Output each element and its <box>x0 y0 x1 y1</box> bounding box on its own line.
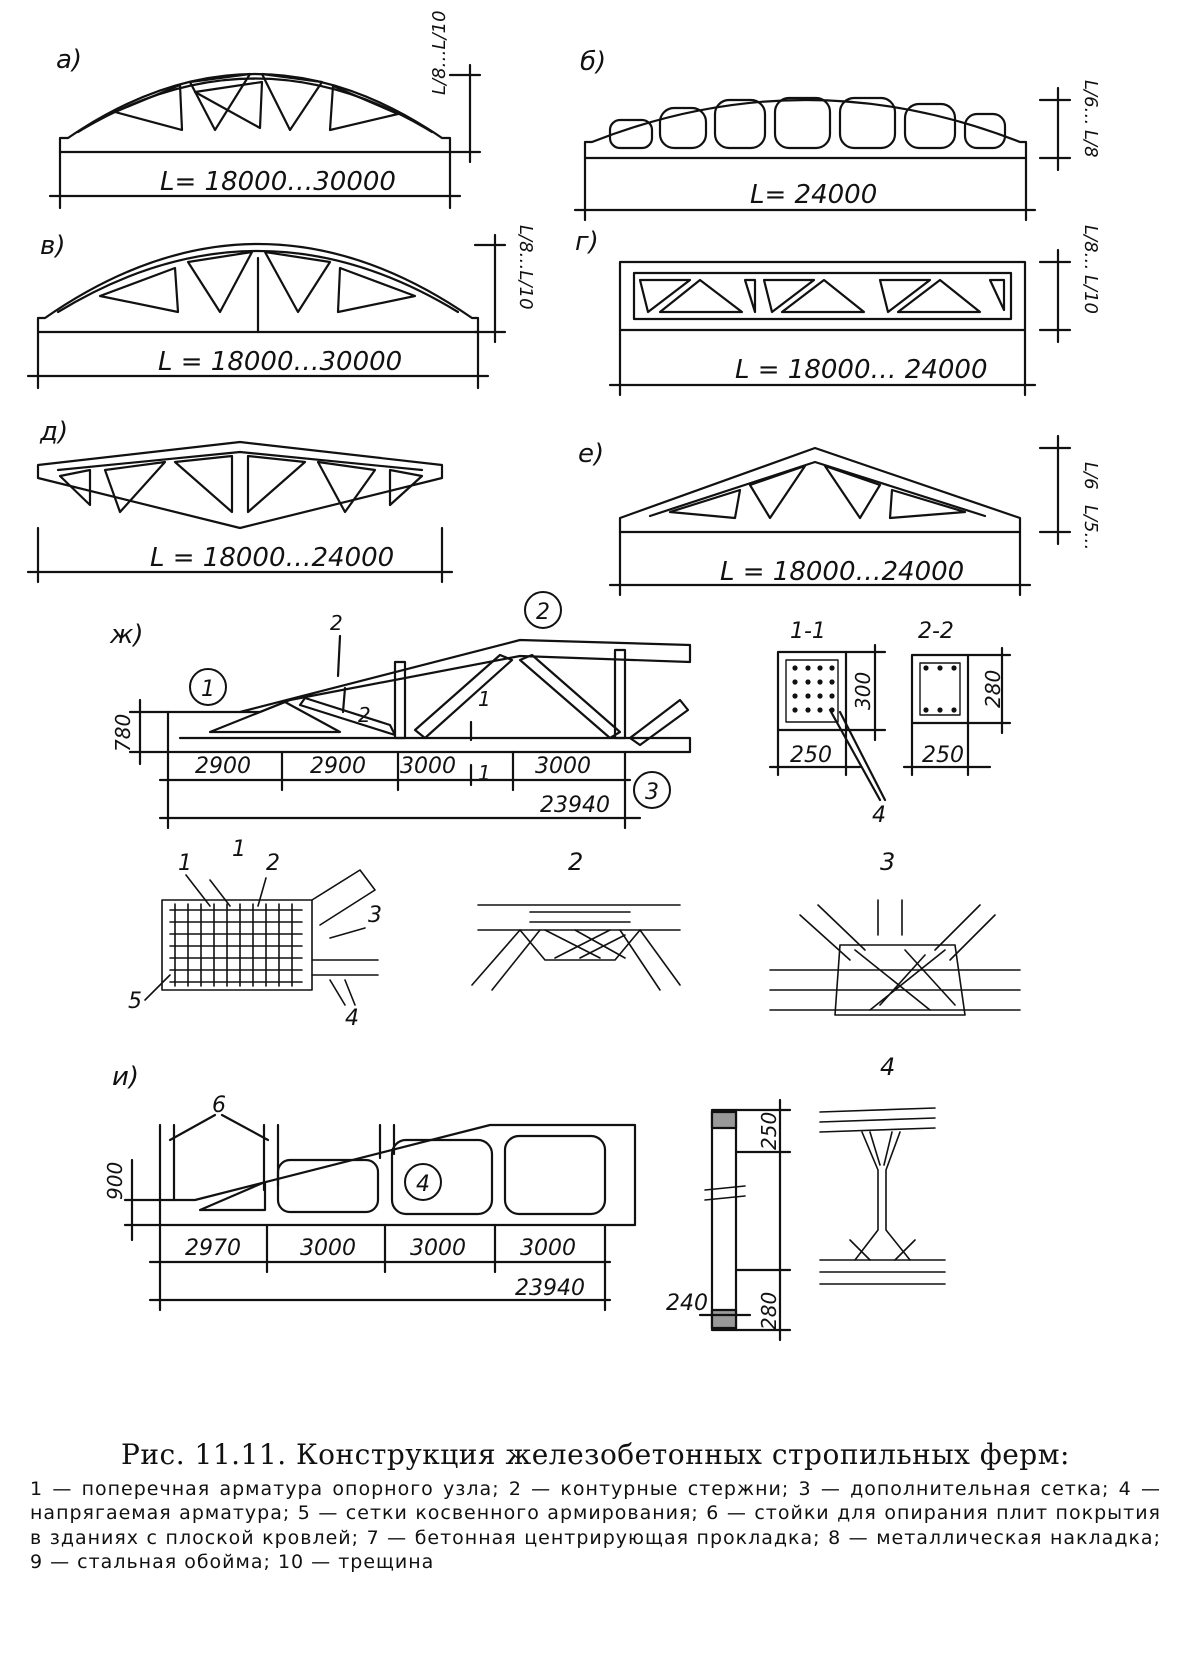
zh-segment-2: 2900 <box>310 754 366 779</box>
node-marker-1-label: 1 <box>201 677 215 702</box>
legend-item: 1 — поперечная арматура опорного узла; <box>30 1478 509 1500</box>
section-mark-2-top: 2 <box>330 611 343 635</box>
node-4-detail <box>819 1107 946 1285</box>
zh-height-dim: 780 <box>111 714 135 752</box>
section-i-width: 240 <box>666 1291 708 1316</box>
node-marker-4-label: 4 <box>416 1172 430 1197</box>
section-i-bottom: 280 <box>757 1292 781 1330</box>
legend-item: 3 — дополнительная сетка; <box>798 1478 1119 1500</box>
legend-item: 5 — сетки косвенного армирования; <box>297 1502 707 1525</box>
node-1-callout-5: 5 <box>128 989 142 1014</box>
zh-segment-4: 3000 <box>535 754 591 779</box>
caption-legend: 1 — поперечная арматура опорного узла; 2… <box>30 1477 1161 1574</box>
panel-e-span: L = 18000…24000 <box>720 557 964 587</box>
zh-segment-1: 2900 <box>195 754 251 779</box>
i-segment-2: 3000 <box>300 1236 356 1261</box>
node-2-detail <box>471 904 681 991</box>
node-4-label: 4 <box>880 1053 895 1081</box>
caption-title: Рис. 11.11. Конструкция железобетонных с… <box>121 1438 1070 1471</box>
panel-v-span: L = 18000…30000 <box>158 347 402 377</box>
panel-a-label: а) <box>56 45 82 75</box>
legend-item: 10 — трещина <box>277 1550 435 1573</box>
panel-a-ratio: L/8…L/10 <box>429 10 450 95</box>
panel-e-ratio-top: L/6 <box>1080 462 1101 490</box>
legend-item: 4 — напрягаемая арматура; <box>30 1478 1161 1525</box>
section-mark-2-bottom: 2 <box>358 703 371 727</box>
truss-zh <box>128 634 692 830</box>
node-1-callout-1b: 1 <box>232 837 246 862</box>
legend-item: 6 — стойки для опирания плит покрытия в … <box>30 1502 1161 1549</box>
node-marker-1 <box>189 668 227 706</box>
truss-v <box>26 233 507 390</box>
panel-g-ratio-top: L/10 <box>1080 275 1101 314</box>
panel-a-span: L= 18000…30000 <box>160 167 396 197</box>
truss-drawing: а) L= 18000…30000 L/8…L/10 б) L= 24000 L… <box>26 10 1101 1342</box>
node-2-label: 2 <box>568 848 583 876</box>
section-1-1-label: 1-1 <box>790 619 826 644</box>
node-marker-2 <box>524 591 562 629</box>
zh-segment-3: 3000 <box>400 754 456 779</box>
legend-item: 7 — бетонная центрирующая прокладка; <box>366 1526 829 1549</box>
section-1-1 <box>768 643 887 802</box>
section-mark-1-bottom: 1 <box>478 761 491 785</box>
panel-b-label: б) <box>580 47 606 77</box>
panel-g-ratio-bottom: L/8… <box>1080 225 1101 271</box>
node-3-label: 3 <box>880 848 895 876</box>
zh-total: 23940 <box>540 793 610 818</box>
panel-e-ratio-bottom: L/5… <box>1080 505 1101 551</box>
section-1-1-callout: 4 <box>872 803 886 828</box>
panel-g-label: г) <box>575 227 599 257</box>
section-2-2-label: 2-2 <box>918 619 954 644</box>
section-mark-1-top: 1 <box>478 687 491 711</box>
panel-v-label: в) <box>40 231 65 261</box>
panel-e-label: е) <box>578 439 604 469</box>
truss-i <box>123 1113 637 1312</box>
panel-g-span: L = 18000… 24000 <box>735 355 987 385</box>
node-marker-3-label: 3 <box>645 780 659 805</box>
truss-d <box>26 440 454 584</box>
node-1-callout-3: 3 <box>368 903 382 928</box>
section-i <box>698 1098 792 1342</box>
panel-v-ratio: L/8…L/10 <box>515 225 536 310</box>
node-1-callout-2: 2 <box>266 851 280 876</box>
panel-b-span: L= 24000 <box>750 180 877 210</box>
node-1-detail <box>144 869 379 1006</box>
i-segment-3: 3000 <box>410 1236 466 1261</box>
node-1-callout-4: 4 <box>345 1006 359 1031</box>
truss-e <box>608 434 1072 597</box>
panel-b-ratio-top: L/8 <box>1080 130 1101 158</box>
section-1-1-width: 250 <box>790 743 832 768</box>
node-marker-4 <box>404 1163 442 1201</box>
section-2-2 <box>902 646 1012 777</box>
section-1-1-dots <box>792 665 835 713</box>
legend-item: 2 — контурные стержни; <box>508 1478 799 1500</box>
legend-item: 8 — металлическая накладка; <box>828 1526 1161 1549</box>
truss-b <box>573 86 1072 222</box>
panel-i-label: и) <box>112 1062 139 1092</box>
figure-caption: Рис. 11.11. Конструкция железобетонных с… <box>30 1438 1161 1574</box>
node-3-detail <box>769 899 1021 1016</box>
panel-d-span: L = 18000…24000 <box>150 543 394 573</box>
truss-a <box>48 63 482 210</box>
node-marker-3 <box>633 771 671 809</box>
section-2-2-height: 280 <box>981 670 1005 708</box>
node-1-callout-1a: 1 <box>178 851 192 876</box>
section-1-1-height: 300 <box>851 672 875 710</box>
panel-zh-label: ж) <box>109 620 144 650</box>
section-i-top: 250 <box>757 1112 781 1150</box>
section-2-2-dots <box>923 665 957 713</box>
i-post-callout: 6 <box>212 1093 226 1118</box>
panel-b-ratio-bottom: L/6… <box>1080 80 1101 126</box>
i-segment-1: 2970 <box>185 1236 241 1261</box>
i-total: 23940 <box>515 1276 585 1301</box>
panel-d-label: д) <box>39 417 68 447</box>
section-2-2-width: 250 <box>922 743 964 768</box>
truss-g <box>608 248 1072 397</box>
i-height-dim: 900 <box>103 1162 127 1200</box>
legend-item: 9 — стальная обойма; <box>30 1550 278 1573</box>
i-segment-4: 3000 <box>520 1236 576 1261</box>
node-marker-2-label: 2 <box>536 600 550 625</box>
